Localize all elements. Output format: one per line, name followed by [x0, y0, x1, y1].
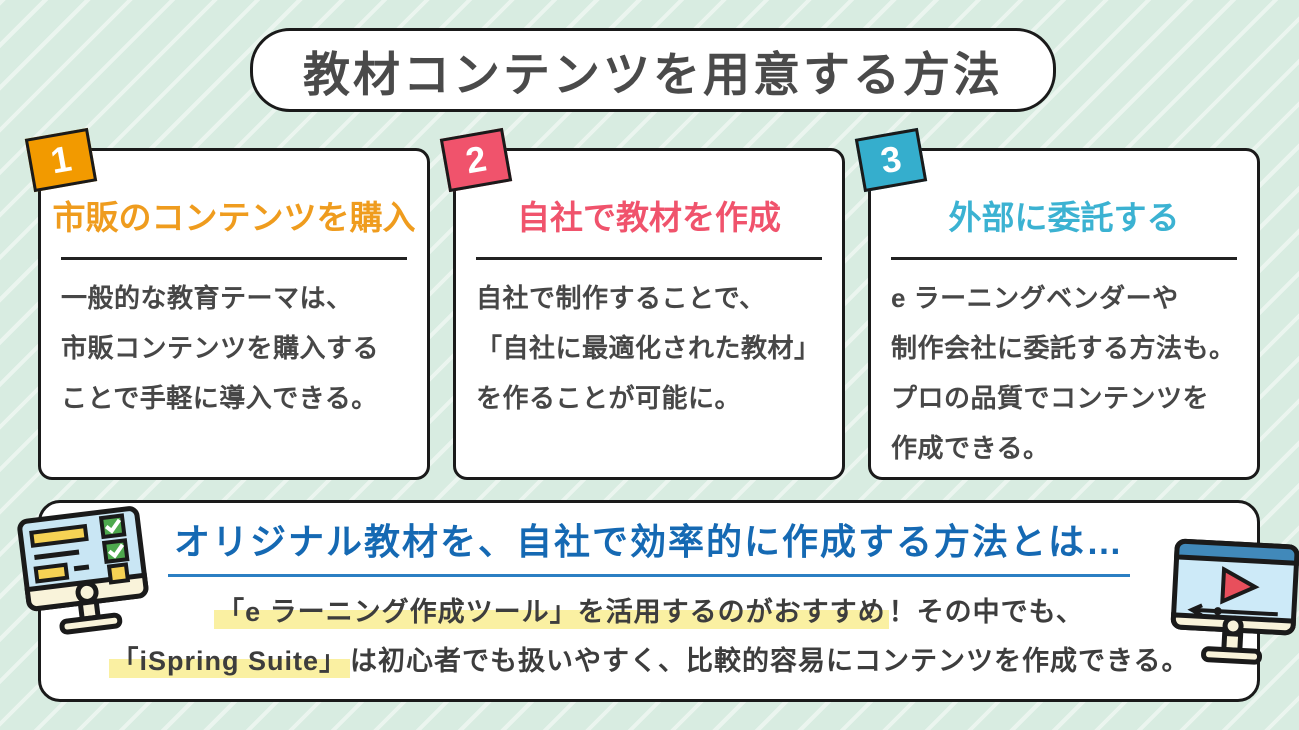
card-body: 一般的な教育テーマは、 市販コンテンツを購入する ことで手軽に導入できる。: [61, 273, 409, 423]
card-body-line: 一般的な教育テーマは、: [61, 283, 353, 313]
card-body-line: ことで手軽に導入できる。: [61, 383, 378, 413]
divider: [61, 257, 407, 260]
card-body-line: を作ることが可能に。: [476, 383, 742, 413]
checklist-monitor-icon: [10, 496, 168, 655]
card-title: 外部に委託する: [948, 199, 1180, 236]
card-body: 自社で制作することで、 「自社に最適化された教材」 を作ることが可能に。: [476, 273, 824, 423]
card-create-inhouse: 2 自社で教材を作成 自社で制作することで、 「自社に最適化された教材」 を作る…: [439, 127, 845, 480]
bottom-panel: オリジナル教材を、自社で効率的に作成する方法とは… 「e ラーニング作成ツール」…: [38, 500, 1260, 702]
bottom-heading: オリジナル教材を、自社で効率的に作成する方法とは…: [167, 520, 1130, 577]
card-body-line: 「自社に最適化された教材」: [476, 333, 821, 363]
card-body-line: e ラーニングベンダーや: [891, 283, 1179, 313]
bottom-text-line-1: 「e ラーニング作成ツール」を活用するのがおすすめ！その中でも、: [41, 591, 1257, 633]
video-monitor-icon: [1162, 533, 1299, 685]
bottom-text-line-2: 「iSpring Suite」は初心者でも扱いやすく、比較的容易にコンテンツを作…: [41, 639, 1257, 683]
card-title: 市販のコンテンツを購入: [52, 199, 416, 236]
plain-text: は初心者でも扱いやすく、比較的容易にコンテンツを作成できる。: [350, 646, 1190, 676]
card-body-line: 制作会社に委託する方法も。: [891, 333, 1236, 363]
card-body: e ラーニングベンダーや 制作会社に委託する方法も。 プロの品質でコンテンツを …: [891, 273, 1239, 473]
highlighted-text: 「iSpring Suite」: [108, 646, 351, 678]
card-body-line: プロの品質でコンテンツを: [891, 383, 1210, 413]
card-number-badge: 2: [439, 127, 513, 193]
card-buy-content: 1 市販のコンテンツを購入 一般的な教育テーマは、 市販コンテンツを購入する こ…: [24, 127, 430, 480]
card-outsource: 3 外部に委託する e ラーニングベンダーや 制作会社に委託する方法も。 プロの…: [854, 127, 1260, 480]
highlighted-text: 「e ラーニング作成ツール」を活用するのがおすすめ: [214, 597, 889, 629]
card-body-line: 市販コンテンツを購入する: [61, 333, 380, 363]
divider: [476, 257, 822, 260]
card-number-badge: 1: [24, 127, 98, 193]
card-title: 自社で教材を作成: [517, 199, 781, 236]
card-body-line: 自社で制作することで、: [476, 283, 766, 313]
page-title: 教材コンテンツを用意する方法: [250, 28, 1056, 112]
plain-text: ！その中でも、: [888, 597, 1084, 627]
card-body-line: 作成できる。: [891, 433, 1050, 463]
divider: [891, 257, 1237, 260]
card-number-badge: 3: [854, 127, 928, 193]
